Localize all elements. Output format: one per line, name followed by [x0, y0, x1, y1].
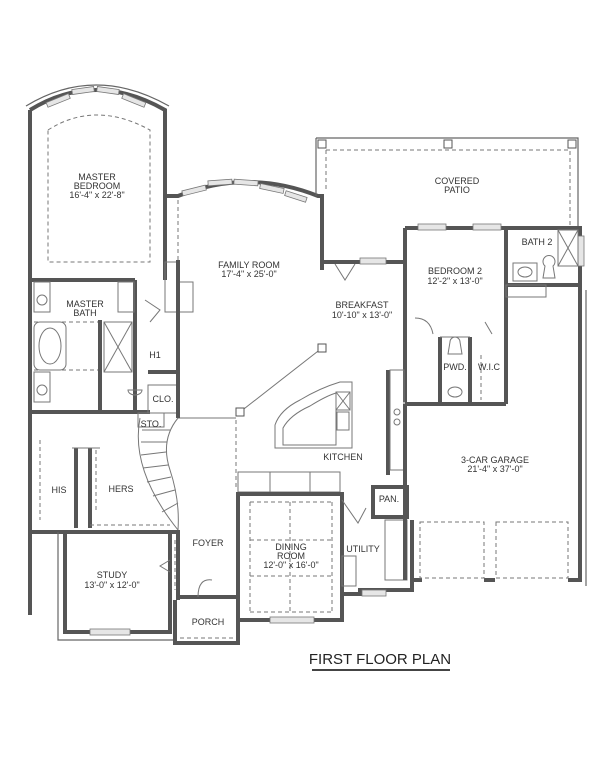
- label-dining-2: ROOM: [277, 551, 305, 561]
- family-room-walls: [164, 178, 327, 419]
- label-covered-patio-1: COVERED: [435, 176, 480, 186]
- label-master-bedroom-2: BEDROOM: [74, 181, 121, 191]
- label-study-dims: 13'-0" x 12'-0": [84, 580, 139, 590]
- label-h1: H1: [149, 350, 161, 360]
- label-dining-1: DINING: [275, 542, 307, 552]
- label-breakfast: BREAKFAST: [335, 300, 389, 310]
- plan-title: FIRST FLOOR PLAN: [309, 651, 451, 671]
- label-garage-dims: 21'-4" x 37'-0": [467, 464, 522, 474]
- label-master-bedroom-dims: 16'-4" x 22'-8": [69, 190, 124, 200]
- label-master-bath-1: MASTER: [66, 299, 104, 309]
- master-bath-walls: [28, 260, 180, 615]
- label-kitchen: KITCHEN: [323, 452, 363, 462]
- label-pantry: PAN.: [379, 494, 399, 504]
- label-pwd: PWD.: [443, 362, 467, 372]
- foyer-porch-walls: [173, 420, 240, 645]
- covered-patio: [315, 137, 579, 228]
- label-family-room-dims: 17'-4" x 25'-0": [221, 269, 276, 279]
- label-bath-2: BATH 2: [522, 237, 553, 247]
- label-bedroom-2: BEDROOM 2: [428, 266, 482, 276]
- label-master-bath-2: BATH: [73, 308, 96, 318]
- plan-title-text: FIRST FLOOR PLAN: [309, 651, 451, 668]
- label-breakfast-dims: 10'-10" x 13'-0": [332, 310, 392, 320]
- label-study: STUDY: [97, 570, 128, 580]
- bedroom-2-walls: [403, 223, 585, 582]
- kitchen-island: [237, 369, 405, 493]
- label-his: HIS: [51, 485, 66, 495]
- pantry-utility-walls: [341, 485, 414, 597]
- room-labels: MASTER BEDROOM 16'-4" x 22'-8" FAMILY RO…: [51, 172, 552, 627]
- master-bedroom-walls: [25, 84, 170, 280]
- label-hers: HERS: [108, 484, 133, 494]
- label-garage: 3-CAR GARAGE: [461, 455, 529, 465]
- label-foyer: FOYER: [192, 538, 224, 548]
- label-family-room: FAMILY ROOM: [218, 260, 280, 270]
- label-covered-patio-2: PATIO: [444, 185, 470, 195]
- label-wic: W.I.C: [478, 362, 500, 372]
- closets-and-stair: [30, 412, 179, 534]
- label-bedroom-2-dims: 12'-2" x 13'-0": [427, 276, 482, 286]
- label-dining-dims: 12'-0" x 16'-0": [263, 560, 318, 570]
- label-utility: UTILITY: [346, 544, 380, 554]
- label-porch: PORCH: [192, 617, 225, 627]
- dining-room-walls: [236, 492, 344, 624]
- label-clo: CLO.: [152, 394, 173, 404]
- label-sto: STO.: [141, 419, 162, 429]
- study-walls: [57, 532, 176, 641]
- garage-walls: [403, 290, 587, 586]
- label-master-bedroom-1: MASTER: [78, 172, 116, 182]
